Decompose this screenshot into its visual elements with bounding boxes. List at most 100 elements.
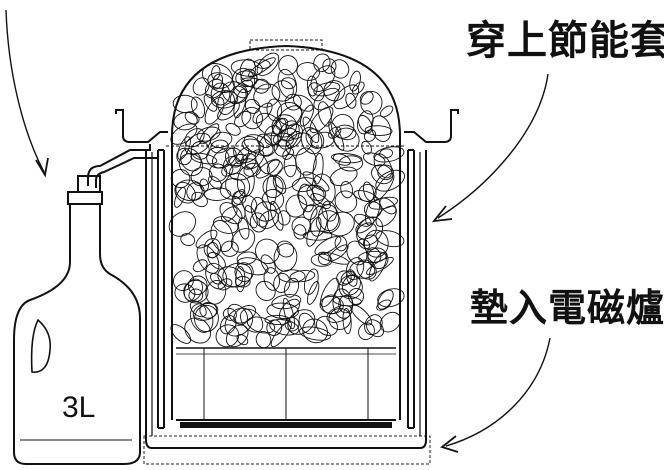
coil-loop bbox=[205, 262, 228, 290]
coil-loop bbox=[293, 224, 307, 240]
coil-loop bbox=[275, 105, 303, 131]
coil-loop bbox=[255, 238, 280, 265]
coil-loop bbox=[340, 180, 354, 199]
coil-loop bbox=[230, 59, 263, 77]
coil-loop bbox=[285, 194, 308, 218]
coil-loop bbox=[234, 276, 251, 288]
coil-loop bbox=[176, 147, 193, 166]
coil-loop bbox=[295, 147, 317, 176]
coil-loop bbox=[241, 106, 263, 130]
coil-loop bbox=[254, 201, 277, 222]
coil-loop bbox=[192, 259, 208, 273]
coil-loop bbox=[313, 82, 341, 97]
coil-loop bbox=[266, 159, 283, 176]
coil-loop bbox=[248, 57, 276, 78]
coil-loop bbox=[172, 94, 198, 114]
coil-loop bbox=[210, 82, 231, 106]
coil-loop bbox=[225, 123, 241, 136]
coil-loop bbox=[260, 254, 276, 274]
coil-loop bbox=[306, 75, 318, 97]
coil-loop bbox=[335, 124, 357, 141]
coil-loop bbox=[299, 104, 315, 127]
coil-loop bbox=[282, 297, 296, 330]
coil-loop bbox=[373, 153, 393, 179]
coil-loop bbox=[170, 324, 192, 344]
coil-loop bbox=[358, 238, 371, 250]
coil-loop bbox=[168, 211, 197, 237]
coil-loop bbox=[315, 315, 339, 336]
coil-loop bbox=[371, 164, 394, 185]
coil-loop bbox=[305, 128, 325, 149]
coil-loop bbox=[358, 250, 387, 264]
coil-loop bbox=[277, 68, 298, 99]
coil-loop bbox=[273, 139, 292, 157]
coil-loop bbox=[207, 72, 235, 93]
coil-loop bbox=[233, 135, 261, 164]
coil-loop bbox=[209, 272, 223, 285]
coil-loop bbox=[235, 70, 258, 88]
coil-loop bbox=[234, 262, 254, 282]
coil-loop bbox=[240, 308, 264, 333]
coil-loop bbox=[338, 155, 364, 172]
coil-loop bbox=[205, 280, 227, 305]
coil-loop bbox=[222, 307, 237, 321]
coil-loop bbox=[362, 181, 375, 202]
coil-loop bbox=[317, 101, 332, 127]
coil-loop bbox=[175, 179, 205, 202]
coil-loop bbox=[302, 116, 320, 144]
coil-loop bbox=[353, 213, 372, 227]
coil-loop bbox=[273, 243, 298, 272]
coil-loop bbox=[302, 171, 330, 192]
coil-loop bbox=[272, 132, 294, 147]
coil-loop bbox=[255, 112, 282, 137]
coil-loop bbox=[254, 151, 270, 175]
coil-loop bbox=[253, 78, 270, 94]
coil-loop bbox=[309, 205, 328, 237]
coil-loop bbox=[207, 252, 226, 270]
coil-loop bbox=[276, 240, 295, 258]
coil-loop bbox=[310, 193, 331, 209]
coil-loop bbox=[292, 94, 314, 112]
coil-loop bbox=[314, 236, 342, 256]
coil-loop bbox=[310, 253, 333, 267]
coil-loop bbox=[219, 178, 246, 200]
coil-loop bbox=[278, 55, 298, 76]
coil-loop bbox=[266, 98, 283, 122]
coil-loop bbox=[186, 182, 203, 201]
coil-loop bbox=[236, 257, 269, 276]
coil-loop bbox=[194, 304, 219, 333]
coil-loop bbox=[318, 251, 350, 265]
stove-label: 墊入電磁爐 bbox=[470, 286, 664, 330]
coil-loop bbox=[298, 183, 315, 213]
coil-loop bbox=[377, 288, 405, 308]
coil-loop bbox=[307, 281, 320, 305]
coil-loop bbox=[341, 274, 361, 296]
coil-loop bbox=[210, 90, 239, 109]
coil-loop bbox=[241, 77, 272, 90]
coil-loop bbox=[362, 152, 386, 167]
coil-loop bbox=[253, 59, 271, 69]
coil-loop bbox=[345, 92, 357, 109]
coil-loop bbox=[377, 164, 394, 181]
coil-loop bbox=[264, 314, 291, 326]
coil-loop bbox=[342, 307, 352, 335]
coil-loop bbox=[249, 212, 267, 233]
coil-loop bbox=[320, 277, 339, 308]
arrow-to-cover bbox=[431, 73, 549, 223]
coil-loop bbox=[215, 324, 240, 348]
coil-loop bbox=[287, 309, 316, 335]
arrow-to-stove bbox=[440, 337, 551, 453]
coil-loop bbox=[353, 190, 378, 203]
coil-loop bbox=[230, 228, 256, 253]
distillation-pot bbox=[166, 39, 406, 428]
coil-loop bbox=[349, 70, 361, 92]
coil-loop bbox=[269, 318, 300, 336]
coil-loop bbox=[291, 216, 312, 236]
coil-loop bbox=[270, 321, 292, 348]
coil-loop bbox=[302, 318, 328, 344]
coil-loop bbox=[364, 314, 383, 336]
coil-loop bbox=[196, 244, 220, 274]
coil-loop bbox=[356, 216, 384, 246]
coil-loop bbox=[183, 279, 209, 304]
coil-loop bbox=[272, 117, 289, 135]
